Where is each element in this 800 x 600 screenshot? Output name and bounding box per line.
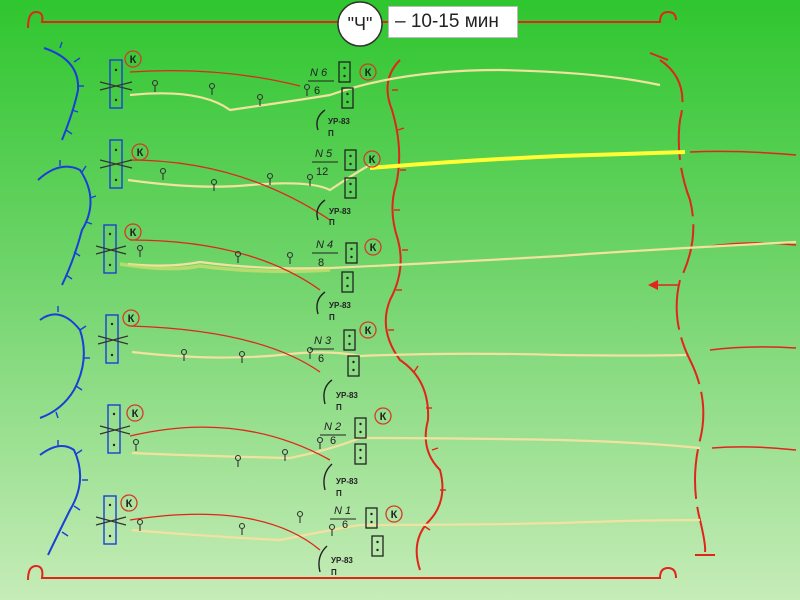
route-lines xyxy=(127,68,797,542)
friendly-line-ticks xyxy=(55,41,97,537)
group-3-p-label: П xyxy=(336,403,342,412)
group-6-p-label: П xyxy=(328,129,334,138)
friendly-unit-2 xyxy=(99,404,131,454)
highlighted-route xyxy=(369,150,686,170)
group-4-ur-label: УР-83 xyxy=(329,301,351,310)
time-label: – 10-15 мин xyxy=(395,11,499,32)
group-3: N 3 6 К УР-83 П xyxy=(310,321,377,412)
enemy-line-ticks xyxy=(388,89,446,531)
enemy-right-side-lines xyxy=(689,150,797,451)
group-3-number: N 3 xyxy=(314,335,332,347)
group-6-ur-label: УР-83 xyxy=(328,117,350,126)
k-label-left-6: К xyxy=(130,54,137,66)
bottom-boundary-line xyxy=(27,564,677,581)
friendly-units xyxy=(95,59,133,545)
k-label-left-3: К xyxy=(128,313,135,325)
group-2-p-label: П xyxy=(336,489,342,498)
group-2-number: N 2 xyxy=(324,421,341,433)
marker-circle xyxy=(337,1,383,47)
group-4: N 4 8 К УР-83 П xyxy=(312,238,382,322)
k-label-left-5: К xyxy=(137,147,144,159)
friendly-unit-6 xyxy=(99,59,133,109)
friendly-line-2 xyxy=(37,165,92,286)
group-1-number: N 1 xyxy=(334,505,351,517)
group-4-count: 8 xyxy=(318,257,324,269)
k-label-left-1: К xyxy=(126,498,133,510)
enemy-front-line-right xyxy=(659,59,707,553)
marker-label: "Ч" xyxy=(348,14,373,34)
group-1-k-label: К xyxy=(391,509,398,521)
group-1-p-label: П xyxy=(331,568,337,577)
enemy-right-cap-top xyxy=(649,52,669,61)
group-4-k-label: К xyxy=(370,242,377,254)
group-5-number: N 5 xyxy=(315,148,333,160)
group-6-k-label: К xyxy=(365,67,372,79)
group-3-ur-label: УР-83 xyxy=(336,391,358,400)
friendly-unit-3 xyxy=(97,314,129,364)
enemy-front-line-center xyxy=(384,59,444,571)
group-3-k-label: К xyxy=(365,325,372,337)
group-2-ur-label: УР-83 xyxy=(336,477,358,486)
group-5-k-label: К xyxy=(369,154,376,166)
group-5-count: 12 xyxy=(316,166,328,178)
group-6: N 6 6 К УР-83 П xyxy=(308,61,377,138)
group-1: N 1 6 К УР-83 П xyxy=(318,505,403,577)
pin-markers xyxy=(132,79,336,536)
k-label-left-2: К xyxy=(132,408,139,420)
group-2-count: 6 xyxy=(330,435,336,447)
friendly-line-1 xyxy=(43,47,80,141)
group-6-number: N 6 xyxy=(310,67,328,79)
friendly-line-4 xyxy=(39,445,82,556)
group-5-p-label: П xyxy=(329,218,335,227)
group-1-count: 6 xyxy=(342,519,348,531)
friendly-unit-4 xyxy=(95,224,127,274)
group-1-ur-label: УР-83 xyxy=(331,556,353,565)
approach-lines xyxy=(129,69,331,551)
counterattack-arrow xyxy=(648,280,678,290)
k-label-left-4: К xyxy=(130,227,137,239)
group-2: N 2 6 К УР-83 П xyxy=(320,407,392,498)
friendly-unit-1 xyxy=(95,495,127,545)
k-markers-left: К К К К К К xyxy=(120,50,149,512)
time-label-box: – 10-15 мин xyxy=(388,6,518,38)
group-4-p-label: П xyxy=(329,313,335,322)
friendly-line-3 xyxy=(39,313,85,419)
group-5-ur-label: УР-83 xyxy=(329,207,351,216)
group-5: N 5 12 К УР-83 П xyxy=(312,148,381,227)
friendly-front-lines xyxy=(37,47,92,556)
group-6-count: 6 xyxy=(314,85,320,97)
group-2-k-label: К xyxy=(380,411,387,423)
highlighted-route-lower xyxy=(119,262,331,274)
group-4-number: N 4 xyxy=(316,239,333,251)
group-3-count: 6 xyxy=(318,353,324,365)
friendly-unit-5 xyxy=(99,139,133,189)
